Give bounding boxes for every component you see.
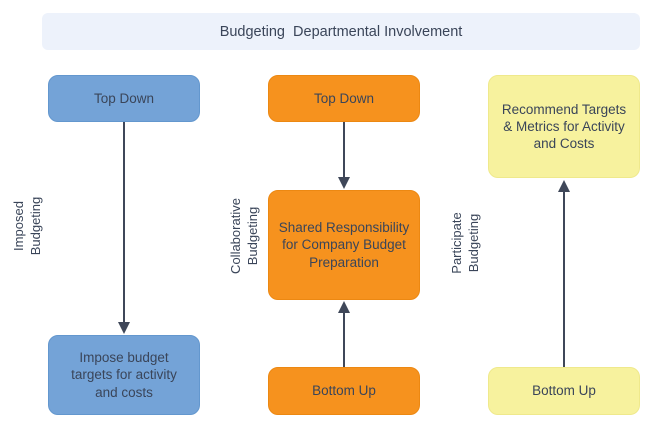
collaborative-budgeting-label: Collaborative Budgeting — [228, 198, 260, 274]
diagram-title: Budgeting Departmental Involvement — [42, 13, 640, 50]
collaborative-down-arrowhead-icon — [338, 177, 350, 189]
participate-bottom-up-box: Bottom Up — [488, 367, 640, 415]
imposed-down-arrow-line — [123, 122, 125, 322]
collaborative-up-arrowhead-icon — [338, 301, 350, 313]
recommend-targets-box: Recommend Targets & Metrics for Activity… — [488, 75, 640, 178]
participate-budgeting-label: Participate Budgeting — [449, 212, 481, 274]
impose-budget-targets-box: Impose budget targets for activity and c… — [48, 335, 200, 415]
imposed-down-arrowhead-icon — [118, 322, 130, 334]
collaborative-up-arrow-line — [343, 313, 345, 367]
participate-up-arrowhead-icon — [558, 180, 570, 192]
participate-up-arrow-line — [563, 192, 565, 367]
imposed-budgeting-label: Imposed Budgeting — [11, 196, 43, 256]
collaborative-down-arrow-line — [343, 122, 345, 177]
collaborative-top-down-box: Top Down — [268, 75, 420, 122]
imposed-top-down-box: Top Down — [48, 75, 200, 122]
collaborative-bottom-up-box: Bottom Up — [268, 367, 420, 415]
shared-responsibility-box: Shared Responsibility for Company Budget… — [268, 190, 420, 300]
